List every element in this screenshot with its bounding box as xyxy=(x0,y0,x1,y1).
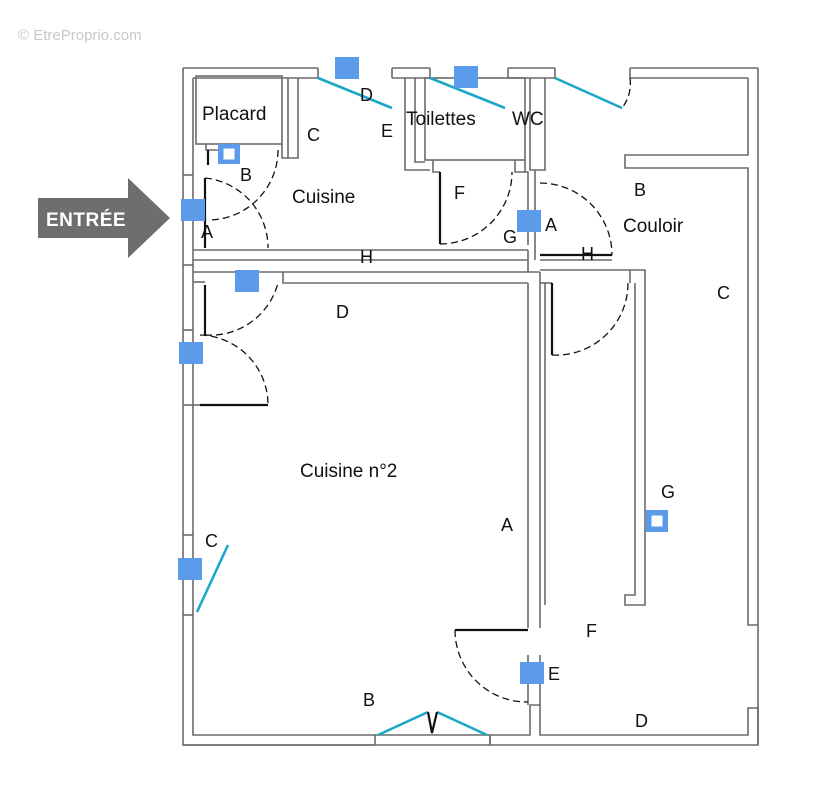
marker-couloir-c: C xyxy=(717,283,730,303)
room-label-wc: WC xyxy=(512,109,544,130)
marker-entry-a: A xyxy=(201,222,213,242)
room-label-couloir: Couloir xyxy=(623,216,684,237)
sensor-lower-door xyxy=(520,662,544,684)
windows xyxy=(195,76,632,737)
entrance-arrow: ENTRÉE xyxy=(38,178,170,258)
room-label-placard: Placard xyxy=(202,104,266,125)
window-couloir xyxy=(554,76,623,110)
room-labels: Placard Cuisine Toilettes WC Couloir Cui… xyxy=(202,104,684,482)
room-label-toilettes: Toilettes xyxy=(406,109,476,130)
window-bottom-right xyxy=(436,710,488,737)
wall-markers: A B C D E F G H A B C H A B C D D E F G xyxy=(201,85,730,731)
marker-lower-f: F xyxy=(586,621,597,641)
sensor-cuisine-window xyxy=(335,57,359,79)
window-bottom-left xyxy=(377,710,429,737)
marker-toilettes-g: G xyxy=(503,227,517,247)
sensor-cuisine2-top xyxy=(235,270,259,292)
marker-cuisine-d: D xyxy=(360,85,373,105)
room-label-cuisine: Cuisine xyxy=(292,187,355,208)
marker-entry-b: B xyxy=(240,165,252,185)
marker-lower-e: E xyxy=(548,664,560,684)
sensor-couloir-door xyxy=(517,210,541,232)
marker-cuisine-c: C xyxy=(307,125,320,145)
marker-cuisine2-a: A xyxy=(501,515,513,535)
watermark: © EtreProprio.com xyxy=(18,27,142,44)
sensor-entrance xyxy=(181,199,205,221)
entrance-arrow-shape xyxy=(38,178,170,258)
marker-toilettes-f: F xyxy=(454,183,465,203)
sensor-left-window xyxy=(178,558,202,580)
marker-cuisine2-d: D xyxy=(336,302,349,322)
marker-cuisine-h: H xyxy=(360,247,373,267)
marker-cuisine2-b: B xyxy=(363,690,375,710)
entrance-door-swing xyxy=(204,177,269,249)
room-label-cuisine2: Cuisine n°2 xyxy=(300,461,397,482)
marker-couloir-a: A xyxy=(545,215,557,235)
doors xyxy=(199,149,629,703)
marker-cuisine2-c: C xyxy=(205,531,218,551)
outer-wall-inner xyxy=(192,78,375,736)
sensor-left-door xyxy=(179,342,203,364)
marker-cuisine-e: E xyxy=(381,121,393,141)
window-cuisine2-left xyxy=(195,544,230,613)
window-cuisine xyxy=(317,76,393,110)
sensors xyxy=(178,57,668,684)
outer-wall xyxy=(182,68,759,746)
walls xyxy=(182,67,759,746)
sensor-toilettes-window xyxy=(454,66,478,88)
window-toilettes xyxy=(429,76,506,110)
marker-lower-g: G xyxy=(661,482,675,502)
marker-couloir-h: H xyxy=(581,244,594,264)
marker-lower-d: D xyxy=(635,711,648,731)
marker-couloir-b: B xyxy=(634,180,646,200)
entrance-label: ENTRÉE xyxy=(46,209,126,231)
